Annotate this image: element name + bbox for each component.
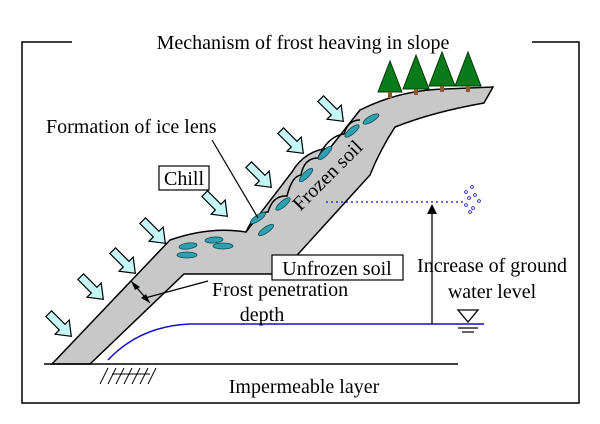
frost-depth-leader-line — [144, 280, 209, 299]
chill-arrows — [45, 95, 345, 338]
impermeable-hatching — [99, 367, 157, 385]
ice-lens — [258, 223, 274, 237]
heave-surface-bumps — [245, 119, 361, 233]
chill-label-box — [158, 165, 210, 191]
ground-water-line — [107, 323, 484, 361]
ice-lens — [344, 124, 360, 138]
cyan-arrow-icon — [245, 161, 273, 189]
cyan-arrow-icon — [109, 247, 137, 275]
cyan-arrow-icon — [277, 127, 305, 155]
diagram-title: Mechanism of frost heaving in slope — [157, 32, 450, 54]
ice-lens — [362, 113, 380, 125]
cyan-arrow-icon — [317, 95, 345, 123]
figure-frame — [21, 41, 580, 404]
cyan-arrow-icon — [77, 273, 105, 301]
chill-label: Chill — [164, 168, 204, 190]
ice-lens — [275, 197, 291, 211]
ice-lens-leader-line — [211, 139, 259, 219]
ground-water-label-line1: Increase of ground — [417, 255, 567, 277]
unfrozen-soil-label: Unfrozen soil — [282, 258, 392, 280]
cyan-arrow-icon — [45, 310, 73, 338]
ice-lens-label: Formation of ice lens — [46, 116, 217, 138]
ice-lens — [204, 236, 224, 244]
cyan-arrow-icon — [139, 217, 167, 245]
ice-lens — [298, 167, 314, 183]
water-level-triangle-icon — [456, 309, 480, 333]
frost-depth-label-line1: Frost penetration — [212, 279, 348, 301]
arrow-head-icon — [427, 204, 437, 214]
cyan-arrow-icon — [201, 190, 229, 218]
pine-tree-icon — [454, 50, 482, 92]
impermeable-layer-label: Impermeable layer — [229, 376, 380, 398]
ice-lens — [178, 242, 198, 250]
ice-lens — [176, 251, 198, 259]
trees — [377, 50, 482, 98]
ice-lenses — [176, 113, 380, 259]
frost-depth-label-line2: depth — [240, 304, 284, 326]
ice-lens — [317, 145, 333, 161]
pine-tree-icon — [377, 59, 403, 98]
water-droplets — [464, 185, 481, 214]
unfrozen-soil-label-box — [271, 254, 404, 281]
pine-tree-icon — [428, 50, 456, 92]
ice-lens — [212, 242, 234, 250]
ground-water-label-line2: water level — [448, 281, 537, 303]
pine-tree-icon — [402, 53, 430, 95]
